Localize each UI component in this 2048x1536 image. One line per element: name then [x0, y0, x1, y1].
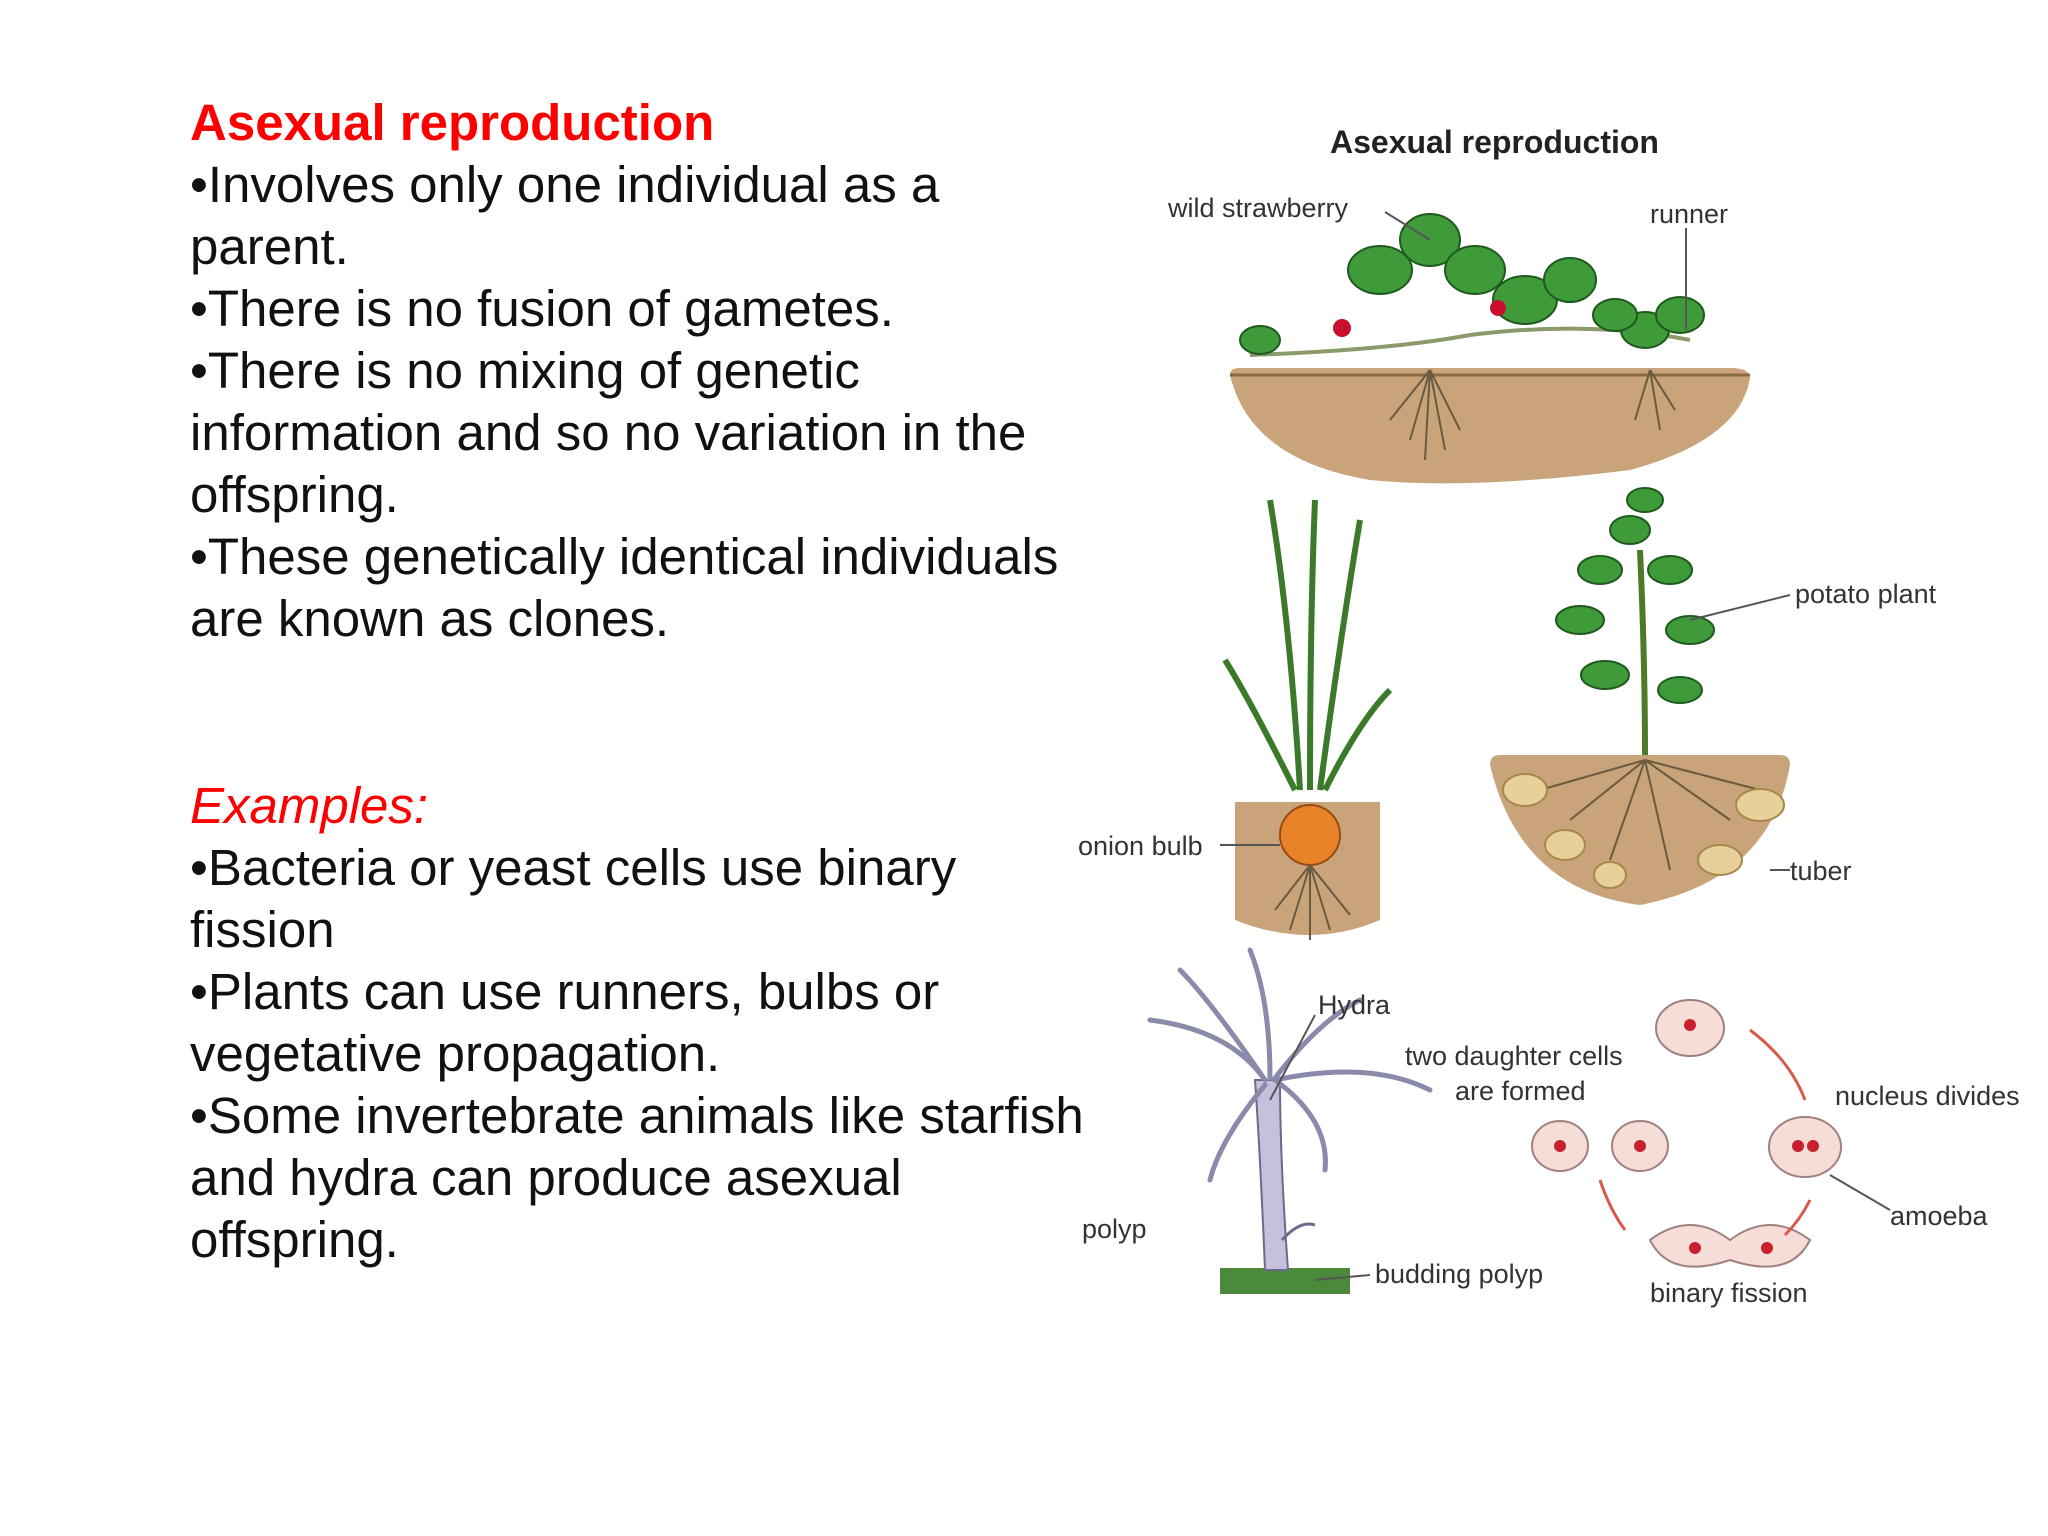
potato-illustration	[1490, 487, 1791, 905]
label-hydra: Hydra	[1318, 990, 1391, 1020]
example-item: •Plants can use runners, bulbs or vegeta…	[190, 963, 940, 1082]
strawberry-fruits	[1333, 300, 1506, 337]
label-potato-plant: potato plant	[1795, 579, 1937, 609]
example-bullets: •Bacteria or yeast cells use binary fiss…	[190, 837, 1090, 1271]
potato-roots	[1539, 759, 1761, 871]
cycle-arrows	[1598, 1028, 1812, 1237]
onion-leaves	[1222, 499, 1393, 792]
definition-bullets: •Involves only one individual as a paren…	[190, 154, 1090, 650]
label-onion-bulb: onion bulb	[1078, 831, 1203, 861]
example-item: •Some invertebrate animals like starfish…	[190, 1087, 1084, 1268]
label-binary-fission: binary fission	[1650, 1278, 1808, 1308]
label-tuber: tuber	[1790, 856, 1852, 886]
bullet-item: •Involves only one individual as a paren…	[190, 156, 940, 275]
asexual-reproduction-diagram: Asexual reproduction	[1078, 124, 2020, 1308]
hydra-bud	[1280, 1222, 1316, 1242]
label-wild-strawberry: wild strawberry	[1167, 193, 1349, 223]
example-item: •Bacteria or yeast cells use binary fiss…	[190, 839, 957, 958]
diagram-title: Asexual reproduction	[1330, 124, 1659, 160]
soil-mound	[1230, 368, 1750, 484]
onion-illustration	[1220, 499, 1393, 940]
strawberry-leaves	[1239, 213, 1705, 355]
label-nucleus-divides: nucleus divides	[1835, 1081, 2020, 1111]
label-two-daughter-cells-2: are formed	[1455, 1076, 1586, 1106]
examples-block: Examples: •Bacteria or yeast cells use b…	[190, 775, 1090, 1271]
hydra-body	[1253, 1079, 1290, 1271]
label-amoeba: amoeba	[1890, 1201, 1989, 1231]
label-two-daughter-cells-1: two daughter cells	[1405, 1041, 1623, 1071]
hydra-base	[1220, 1268, 1350, 1294]
examples-heading: Examples:	[190, 777, 429, 834]
bullet-item: •There is no mixing of genetic informati…	[190, 342, 1027, 523]
hydra-illustration	[1147, 947, 1433, 1294]
label-budding-polyp: budding polyp	[1375, 1259, 1543, 1289]
amoeba-cycle-illustration	[1531, 999, 1891, 1268]
slide-heading: Asexual reproduction	[190, 94, 715, 151]
amoeba-cells	[1531, 999, 1842, 1268]
potato-leaves	[1555, 487, 1715, 704]
strawberry-roots	[1389, 369, 1676, 461]
strawberry-illustration	[1230, 211, 1750, 484]
hydra-tentacles	[1147, 947, 1433, 1183]
onion-bulb	[1279, 804, 1341, 866]
potato-tubers	[1502, 773, 1785, 889]
bullet-item: •There is no fusion of gametes.	[190, 280, 894, 337]
text-column: Asexual reproduction •Involves only one …	[190, 92, 1090, 1271]
amoeba-nuclei	[1554, 1019, 1819, 1254]
label-runner: runner	[1650, 199, 1728, 229]
label-polyp: polyp	[1082, 1214, 1147, 1244]
bullet-item: •These genetically identical individuals…	[190, 528, 1059, 647]
onion-roots	[1274, 864, 1351, 940]
